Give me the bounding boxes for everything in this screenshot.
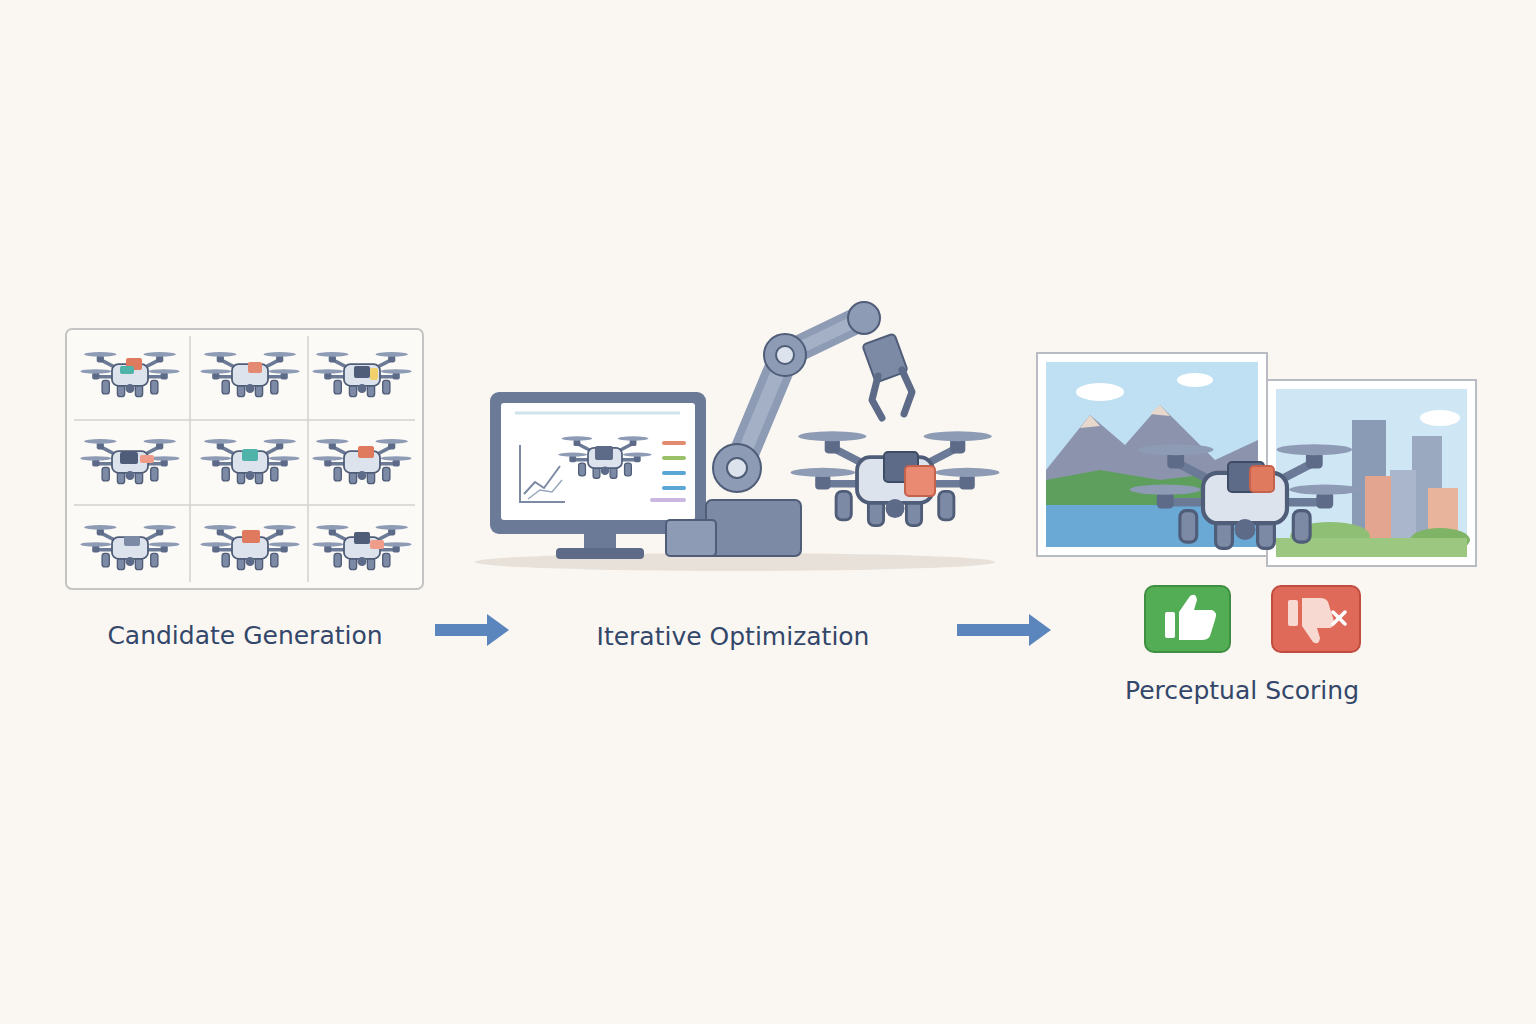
drone-scored [1130, 444, 1361, 548]
optimization-station [475, 302, 1000, 571]
stage-node: Candidate Generation [58, 328, 432, 664]
stage-label: Iterative Optimization [512, 623, 954, 651]
thumbs-up-icon [1145, 586, 1230, 652]
stage-node: Perceptual Scoring [1054, 352, 1430, 716]
thumbs-down-icon [1272, 586, 1360, 652]
flow-arrow [957, 614, 1051, 646]
candidate-grid [66, 329, 423, 589]
stage-node: Iterative Optimization [512, 300, 954, 664]
drone-candidates [81, 352, 412, 570]
stage-label: Candidate Generation [58, 622, 432, 650]
scoring-scene [1037, 353, 1476, 652]
flow-arrow [435, 614, 509, 646]
drone-under-optimization [791, 431, 1000, 525]
stage-label: Perceptual Scoring [1054, 677, 1430, 705]
